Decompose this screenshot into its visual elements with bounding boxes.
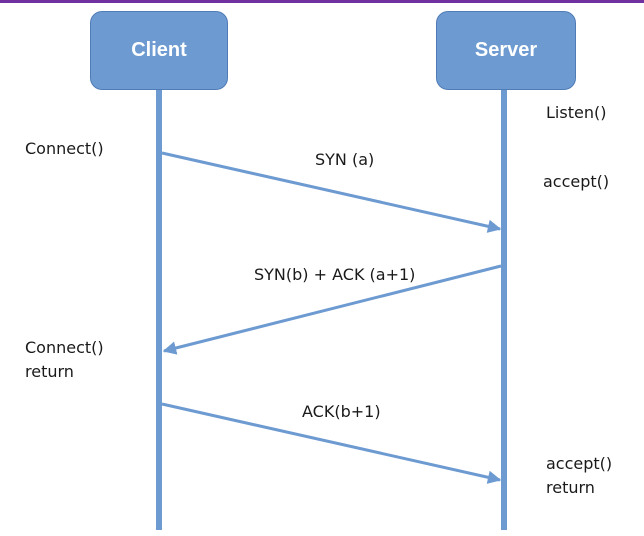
syn-label: SYN (a) — [315, 150, 375, 169]
ack-arrow — [161, 402, 502, 484]
server-label: Server — [474, 39, 538, 61]
accept-return-note-line2: return — [546, 478, 595, 497]
connect-note: Connect() — [25, 139, 104, 158]
syn-ack-arrow — [162, 264, 502, 355]
accept-note: accept() — [543, 172, 610, 191]
accept-return-note-line1: accept() — [546, 454, 613, 473]
connect-return-note-line2: return — [25, 362, 74, 381]
top-border-line — [0, 0, 644, 3]
syn-arrow — [161, 151, 502, 233]
syn-ack-label: SYN(b) + ACK (a+1) — [254, 265, 416, 284]
ack-label: ACK(b+1) — [302, 402, 381, 421]
listen-note: Listen() — [546, 103, 607, 122]
client-label: Client — [131, 39, 187, 61]
server-lifeline — [501, 90, 507, 530]
client-box: Client — [90, 11, 228, 90]
client-lifeline — [156, 90, 162, 530]
server-box: Server — [436, 11, 576, 90]
connect-return-note-line1: Connect() — [25, 338, 104, 357]
